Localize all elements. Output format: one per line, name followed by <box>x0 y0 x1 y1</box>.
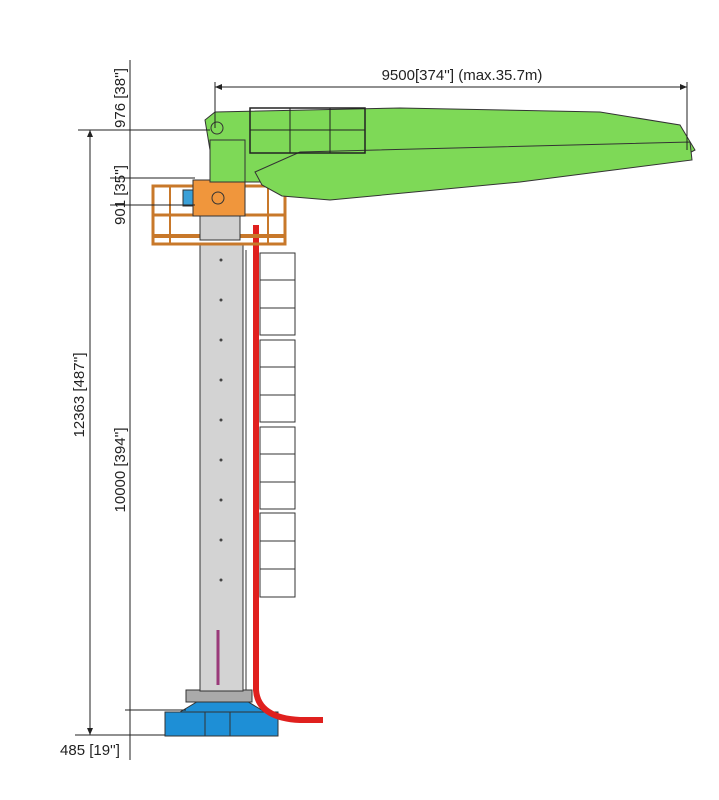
column <box>199 242 244 692</box>
column-height-label: 10000 [394''] <box>112 428 129 513</box>
boom <box>204 107 696 201</box>
platform-height-label: 901 [35''] <box>112 165 129 225</box>
platform <box>151 179 287 246</box>
dimension-lines <box>75 60 688 760</box>
total-height-label: 12363 [487''] <box>71 353 88 438</box>
base-block <box>164 689 279 737</box>
concrete-hose <box>253 225 323 723</box>
top-offset-label: 976 [38''] <box>112 68 129 128</box>
base-height-label: 485 [19''] <box>60 742 120 759</box>
boom-reach-label: 9500[374''] (max.35.7m) <box>382 67 543 84</box>
ladder-cages <box>245 250 296 690</box>
